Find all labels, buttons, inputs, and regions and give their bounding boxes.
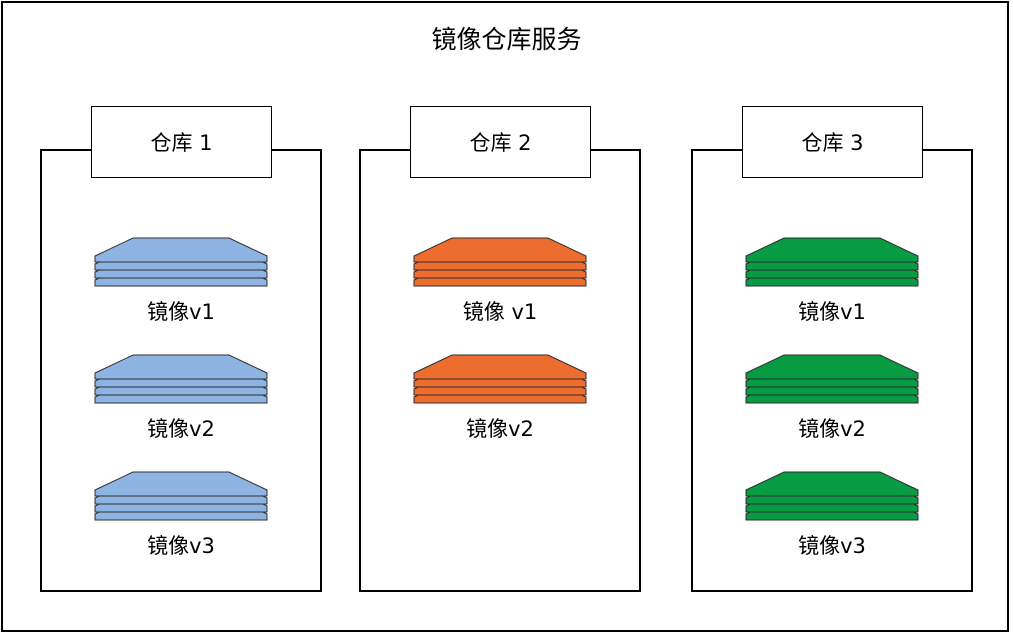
image-label: 镜像v3: [798, 534, 866, 558]
repository-2: [359, 149, 641, 592]
image-layer: [94, 237, 268, 263]
repository-label: 仓库 2: [410, 106, 591, 178]
layer-stack-icon: [745, 354, 919, 404]
image-layer: [413, 354, 587, 380]
layer-stack-icon: [94, 237, 268, 287]
layer-stack-icon: [94, 354, 268, 404]
image-label: 镜像v1: [147, 300, 215, 324]
image-layer: [745, 471, 919, 497]
image-layer: [745, 237, 919, 263]
image-item: 镜像v3: [742, 470, 922, 557]
image-layer: [94, 354, 268, 380]
image-item: 镜像v2: [742, 353, 922, 440]
image-layer: [413, 237, 587, 263]
image-item: 镜像 v1: [410, 236, 590, 323]
image-item: 镜像v1: [91, 236, 271, 323]
image-label: 镜像v2: [147, 417, 215, 441]
layer-stack-icon: [745, 471, 919, 521]
image-label: 镜像v3: [147, 534, 215, 558]
image-item: 镜像v1: [742, 236, 922, 323]
image-label: 镜像 v1: [462, 300, 538, 324]
layer-stack-icon: [94, 471, 268, 521]
image-item: 镜像v2: [91, 353, 271, 440]
layer-stack-icon: [413, 354, 587, 404]
image-layer: [94, 471, 268, 497]
image-item: 镜像v3: [91, 470, 271, 557]
layer-stack-icon: [413, 237, 587, 287]
layer-stack-icon: [745, 237, 919, 287]
image-item: 镜像v2: [410, 353, 590, 440]
image-label: 镜像v2: [798, 417, 866, 441]
image-layer: [745, 354, 919, 380]
image-label: 镜像v2: [466, 417, 534, 441]
image-label: 镜像v1: [798, 300, 866, 324]
repository-label: 仓库 1: [91, 106, 272, 178]
service-title: 镜像仓库服务: [431, 25, 582, 54]
repository-label: 仓库 3: [742, 106, 923, 178]
